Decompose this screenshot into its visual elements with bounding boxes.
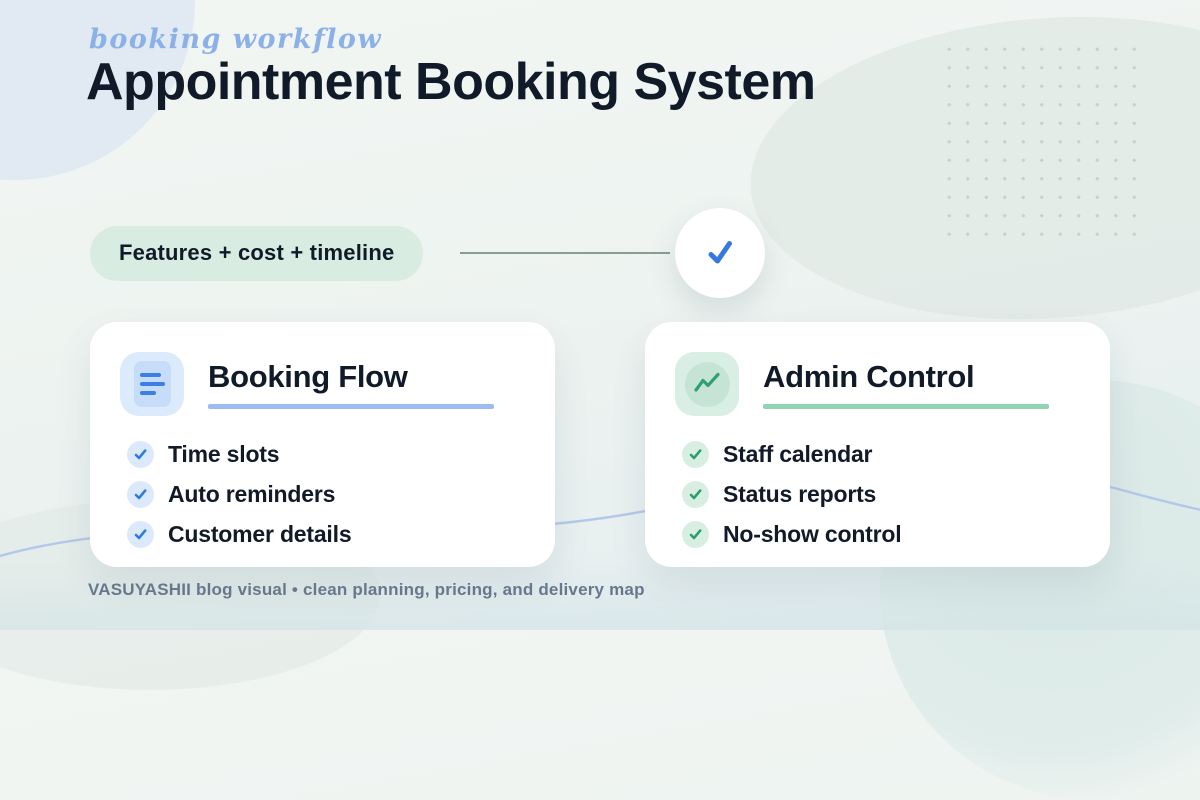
feature-list: Staff calendar Status reports No-show co…	[645, 416, 1110, 554]
booking-flow-card: Booking Flow Time slots Auto reminders C…	[90, 322, 555, 567]
list-item: Staff calendar	[682, 434, 1110, 474]
feature-label: Customer details	[168, 520, 352, 547]
document-list-icon	[120, 352, 184, 416]
bottom-gradient-band	[0, 560, 1200, 630]
check-icon	[127, 440, 154, 468]
connector-line	[460, 252, 671, 254]
page-title: Appointment Booking System	[86, 53, 816, 111]
feature-label: Auto reminders	[168, 480, 336, 507]
feature-list: Time slots Auto reminders Customer detai…	[90, 416, 555, 554]
feature-label: Time slots	[168, 440, 280, 467]
list-item: Time slots	[127, 434, 555, 474]
check-icon	[127, 480, 154, 508]
check-icon	[682, 520, 709, 548]
card-title: Admin Control	[763, 359, 975, 394]
list-item: Status reports	[682, 474, 1110, 514]
list-item: No-show control	[682, 514, 1110, 554]
scope-badge: Features + cost + timeline	[90, 225, 424, 281]
list-item: Auto reminders	[127, 474, 555, 514]
feature-label: Status reports	[723, 480, 877, 507]
footer-attribution: VASUYASHII blog visual • clean planning,…	[88, 580, 645, 599]
eyebrow-script-text: booking workflow	[89, 24, 383, 55]
check-icon	[127, 520, 154, 548]
feature-label: Staff calendar	[723, 440, 873, 467]
card-title: Booking Flow	[208, 359, 408, 394]
dot-grid-decoration	[940, 40, 1146, 248]
card-header: Admin Control	[645, 322, 1110, 416]
list-item: Customer details	[127, 514, 555, 554]
admin-control-card: Admin Control Staff calendar Status repo…	[645, 322, 1110, 567]
scope-timeline-row: Features + cost + timeline	[90, 208, 766, 298]
document-shape	[133, 361, 171, 407]
title-underline	[208, 404, 494, 409]
trend-circle	[684, 361, 730, 407]
milestone-check-circle	[675, 208, 766, 298]
feature-label: No-show control	[723, 520, 902, 547]
check-icon	[682, 440, 709, 468]
title-underline	[763, 404, 1049, 409]
trend-up-icon	[675, 352, 739, 416]
card-header: Booking Flow	[90, 322, 555, 416]
check-icon	[682, 480, 709, 508]
check-icon	[708, 241, 733, 264]
